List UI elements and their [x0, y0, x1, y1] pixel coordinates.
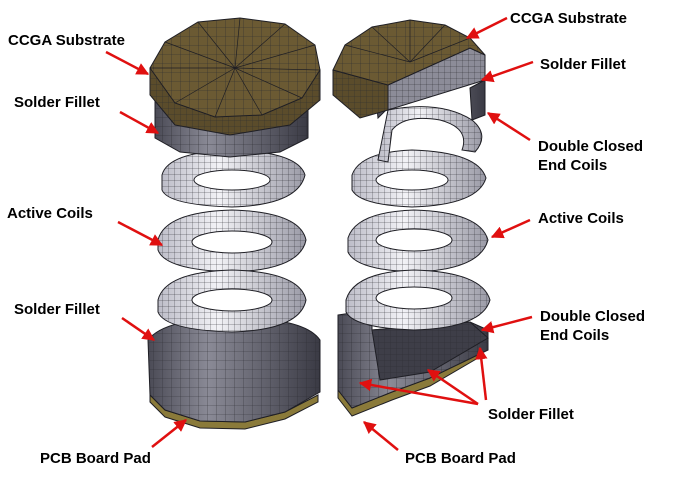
- arrow-right-top-end-coils: [486, 111, 531, 142]
- arrow-left-top-fillet: [119, 110, 160, 135]
- label-right-double-closed-end-coils-top: Double Closed End Coils: [538, 137, 643, 175]
- label-line: End Coils: [540, 327, 610, 344]
- left-active-coils: [157, 149, 307, 333]
- label-line: Double Closed: [538, 138, 644, 155]
- label-right-double-closed-end-coils-bottom: Double Closed End Coils: [540, 307, 645, 345]
- arrow-right-active-coils: [490, 218, 531, 239]
- label-left-pcb-board-pad: PCB Board Pad: [40, 450, 151, 467]
- arrow-right-top-fillet: [480, 60, 534, 83]
- arrow-right-substrate: [465, 16, 508, 40]
- callout-arrows: [105, 16, 534, 451]
- arrow-left-bottom-fillet: [121, 316, 156, 342]
- right-column-section-model: [332, 19, 491, 417]
- label-left-solder-fillet-bottom: Solder Fillet: [14, 301, 100, 318]
- arrow-right-fillet-c: [475, 346, 488, 401]
- label-left-active-coils: Active Coils: [7, 205, 93, 222]
- label-left-solder-fillet-top: Solder Fillet: [14, 94, 100, 111]
- label-right-solder-fillet-bottom: Solder Fillet: [488, 406, 574, 423]
- arrow-right-fillet-a: [358, 378, 479, 406]
- label-left-ccga-substrate: CCGA Substrate: [8, 32, 125, 49]
- arrow-right-pcb-pad: [363, 421, 399, 451]
- left-column-model: [147, 17, 321, 430]
- arrow-left-pcb-pad: [151, 419, 187, 448]
- arrow-right-fillet-b: [426, 368, 479, 406]
- arrow-left-active-coils: [117, 220, 164, 247]
- label-right-solder-fillet-top: Solder Fillet: [540, 56, 626, 73]
- label-line: Double Closed: [540, 308, 646, 325]
- label-right-pcb-board-pad: PCB Board Pad: [405, 450, 516, 467]
- label-right-active-coils: Active Coils: [538, 210, 624, 227]
- label-right-ccga-substrate: CCGA Substrate: [510, 10, 627, 27]
- label-line: End Coils: [538, 157, 608, 174]
- arrow-left-substrate: [105, 50, 150, 76]
- right-active-coils: [345, 149, 491, 331]
- arrow-right-bottom-end-coils: [480, 315, 533, 334]
